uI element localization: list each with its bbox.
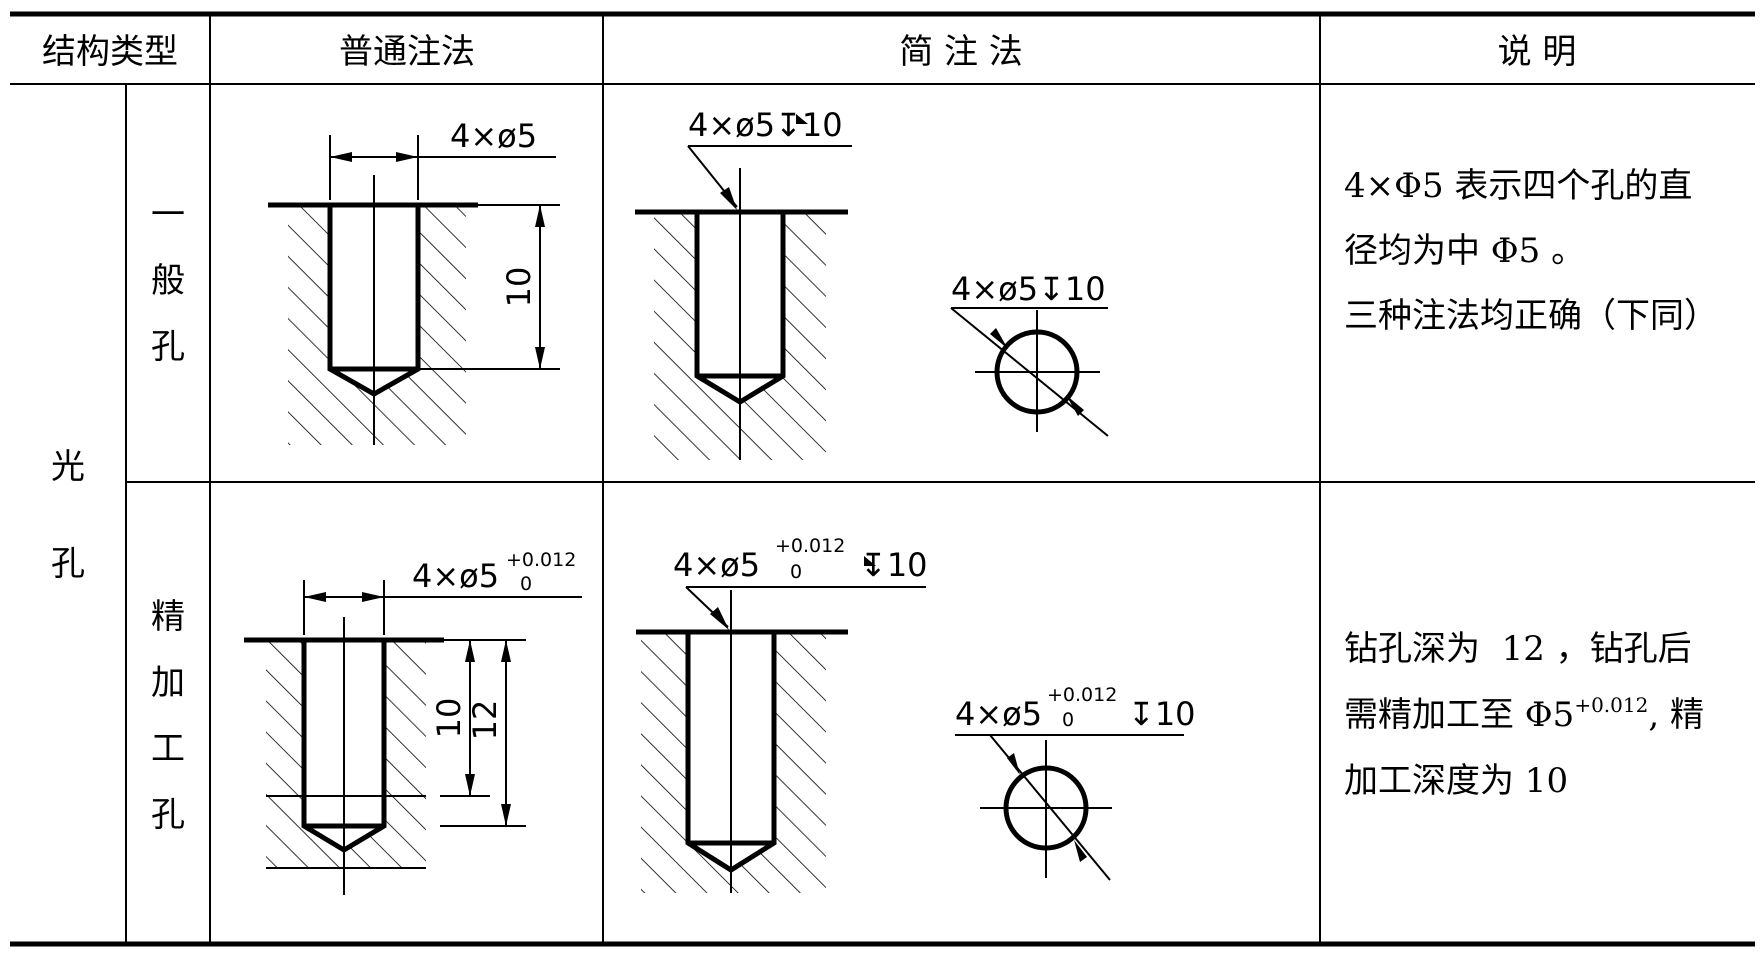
row2-label-char3: 工 — [151, 729, 185, 769]
row1-normal-drawing — [268, 135, 560, 445]
row1-simp-b-depth-symbol: ↧ — [1038, 270, 1065, 308]
row2-simp-a-depth-label: ↧10 — [860, 546, 928, 584]
row1-explanation-line2: 径均为中 Φ5 。 — [1344, 231, 1585, 271]
row2-normal-callout-main: 4×ø5 — [412, 557, 499, 595]
row2-normal-depth-a: 10 — [430, 698, 468, 739]
row2-simp-a-tol-upper: +0.012 — [775, 535, 845, 557]
row1-label-char3: 孔 — [151, 327, 185, 367]
row1-explanation-line1: 4×Φ5 表示四个孔的直 — [1344, 166, 1692, 206]
table-grid — [10, 11, 1755, 947]
row2-explanation-line3: 加工深度为 10 — [1344, 761, 1568, 801]
row2-label-char4: 孔 — [151, 795, 185, 835]
row2-simp-a-callout-main: 4×ø5 — [673, 546, 760, 584]
row1-simp-a-depth: 10 — [802, 106, 843, 144]
row2-normal-drawing — [244, 580, 582, 895]
row1-simp-a-main: 4×ø5 — [688, 106, 775, 144]
row2-simp-b-depth: 10 — [1155, 695, 1196, 733]
row1-simplified-section-drawing — [635, 114, 852, 460]
header-explanation: 说 明 — [1498, 32, 1577, 72]
row1-simp-b-main: 4×ø5 — [951, 270, 1038, 308]
group-label-line2: 孔 — [51, 544, 85, 584]
row2-simp-b-depth-label: ↧10 — [1128, 695, 1196, 733]
row2-simp-b-callout-main: 4×ø5 — [955, 695, 1042, 733]
row2-label-char1: 精 — [151, 597, 185, 637]
header-structure-type: 结构类型 — [42, 32, 178, 72]
row2-simp-a-depth-symbol: ↧ — [860, 546, 887, 584]
header-normal-method: 普通注法 — [339, 32, 475, 72]
row2-explanation-line2-pre: 需精加工至 Φ5 — [1344, 695, 1574, 735]
row1-simp-a-callout: 4×ø5↧10 — [688, 106, 843, 144]
row2-simplified-section-drawing — [636, 556, 926, 893]
row1-simplified-plan-drawing — [950, 307, 1109, 437]
row2-normal-tol-lower: 0 — [520, 573, 532, 595]
row1-label-char1: 一 — [151, 195, 185, 235]
row1-simp-b-callout: 4×ø5↧10 — [951, 270, 1106, 308]
row1-normal-depth: 10 — [500, 267, 538, 308]
row2-simplified-plan-drawing — [955, 734, 1184, 881]
row2-normal-callout: 4×ø5 — [412, 557, 499, 595]
group-label-line1: 光 — [51, 447, 85, 487]
row1-explanation-line3: 三种注法均正确（下同） — [1344, 296, 1718, 336]
row2-label-char2: 加 — [151, 663, 185, 703]
row2-explanation-line2-post: , 精 — [1648, 695, 1704, 735]
row2-normal-tol-upper: +0.012 — [506, 549, 576, 571]
row1-simp-b-depth: 10 — [1065, 270, 1106, 308]
row2-explanation-line2: 需精加工至 Φ5+0.012, 精 — [1344, 693, 1704, 735]
row2-explanation-line2-sup: +0.012 — [1574, 693, 1648, 717]
row1-label-char2: 般 — [151, 261, 185, 301]
row2-normal-depth-b: 12 — [466, 700, 504, 741]
header-simplified-method: 简 注 法 — [899, 32, 1023, 72]
row2-simp-b-tol-upper: +0.012 — [1047, 684, 1117, 706]
row2-simp-b-tol-lower: 0 — [1062, 709, 1074, 731]
row2-explanation-line1: 钻孔深为 12 ，钻孔后 — [1344, 629, 1692, 669]
row2-simp-a-tol-lower: 0 — [790, 561, 802, 583]
row2-simp-b-depth-symbol: ↧ — [1128, 695, 1155, 733]
row2-simp-a-depth: 10 — [887, 546, 928, 584]
row1-normal-callout: 4×ø5 — [450, 117, 537, 155]
row1-simp-a-depth-symbol: ↧ — [775, 106, 802, 144]
